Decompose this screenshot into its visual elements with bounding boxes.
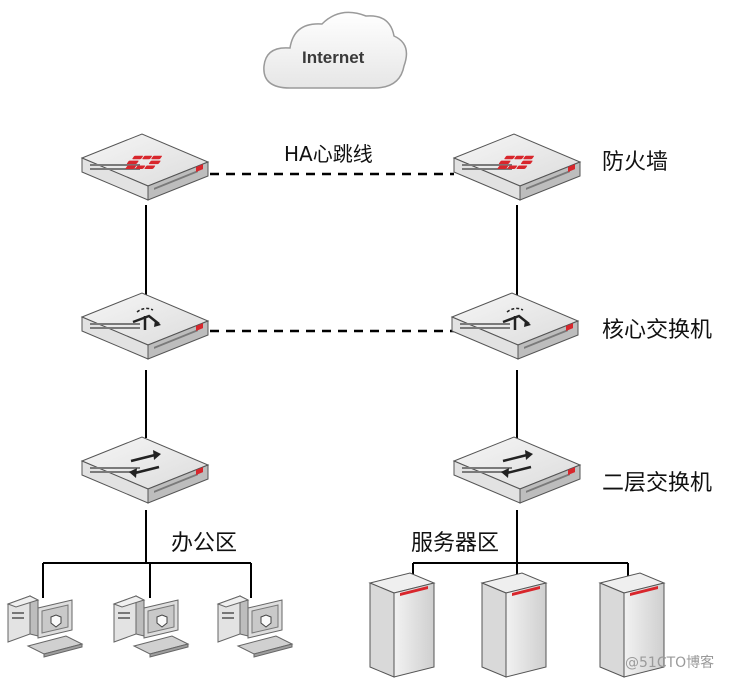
vertical-links	[145, 205, 518, 563]
zone-label-office: 办公区	[171, 531, 238, 556]
access-switch-right	[453, 436, 581, 504]
firewall-left	[81, 133, 209, 201]
server-rack	[481, 572, 547, 678]
core-switch-right	[451, 292, 579, 360]
internet-cloud	[263, 11, 408, 89]
watermark: @51CTO博客	[625, 655, 715, 671]
office-bus	[42, 562, 252, 598]
workstation	[217, 595, 293, 658]
access-switch-left	[81, 436, 209, 504]
workstation	[113, 595, 189, 658]
workstation	[7, 595, 83, 658]
firewall-right	[453, 133, 581, 201]
core-switch-left	[81, 292, 209, 360]
server-rack	[369, 572, 435, 678]
tier-label-core-switch: 核心交换机	[602, 318, 713, 343]
zone-label-server: 服务器区	[411, 531, 500, 556]
ha-links	[210, 172, 454, 333]
ha-link-label: HA心跳线	[284, 142, 373, 166]
tier-label-firewall: 防火墙	[602, 150, 669, 175]
cloud-label: Internet	[302, 48, 365, 67]
tier-label-access-switch: 二层交换机	[602, 471, 713, 496]
